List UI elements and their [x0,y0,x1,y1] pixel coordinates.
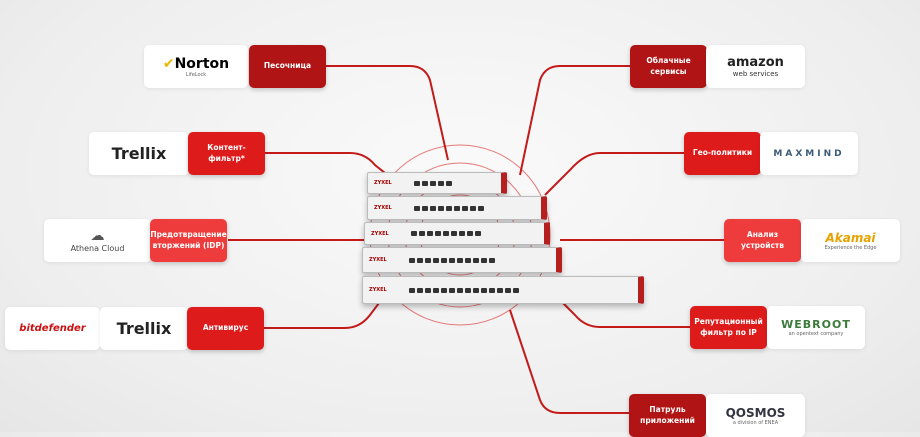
tag-content-filter: Контент-фильтр* [188,132,265,175]
firewall-device: ZYXEL [362,276,644,304]
bitdefender-logo: bitdefender [5,307,100,350]
maxmind-logo: MAXMIND [760,132,858,175]
tag-app-patrol: Патруль приложений [629,394,706,437]
tag-device-analysis: Анализ устройств [724,219,801,262]
athena-cloud-logo: ☁Athena Cloud [44,219,151,262]
trellix-logo: Trellix [89,132,189,175]
firewall-device: ZYXEL [367,172,507,194]
tag-ip-reputation: Репутационный фильтр по IP [690,306,767,349]
firewall-device: ZYXEL [362,247,562,273]
tag-antivirus: Антивирус [187,307,264,350]
tag-sandbox: Песочница [249,45,326,88]
tag-ips: Предотвращение вторжений (IDP) [150,219,227,262]
firewall-device: ZYXEL [364,222,550,245]
tag-geo-policies: Гео-политики [684,132,761,175]
firewall-device: ZYXEL [367,196,547,220]
tag-cloud-services: Облачные сервисы [630,45,707,88]
trellix-logo: Trellix [100,307,188,350]
